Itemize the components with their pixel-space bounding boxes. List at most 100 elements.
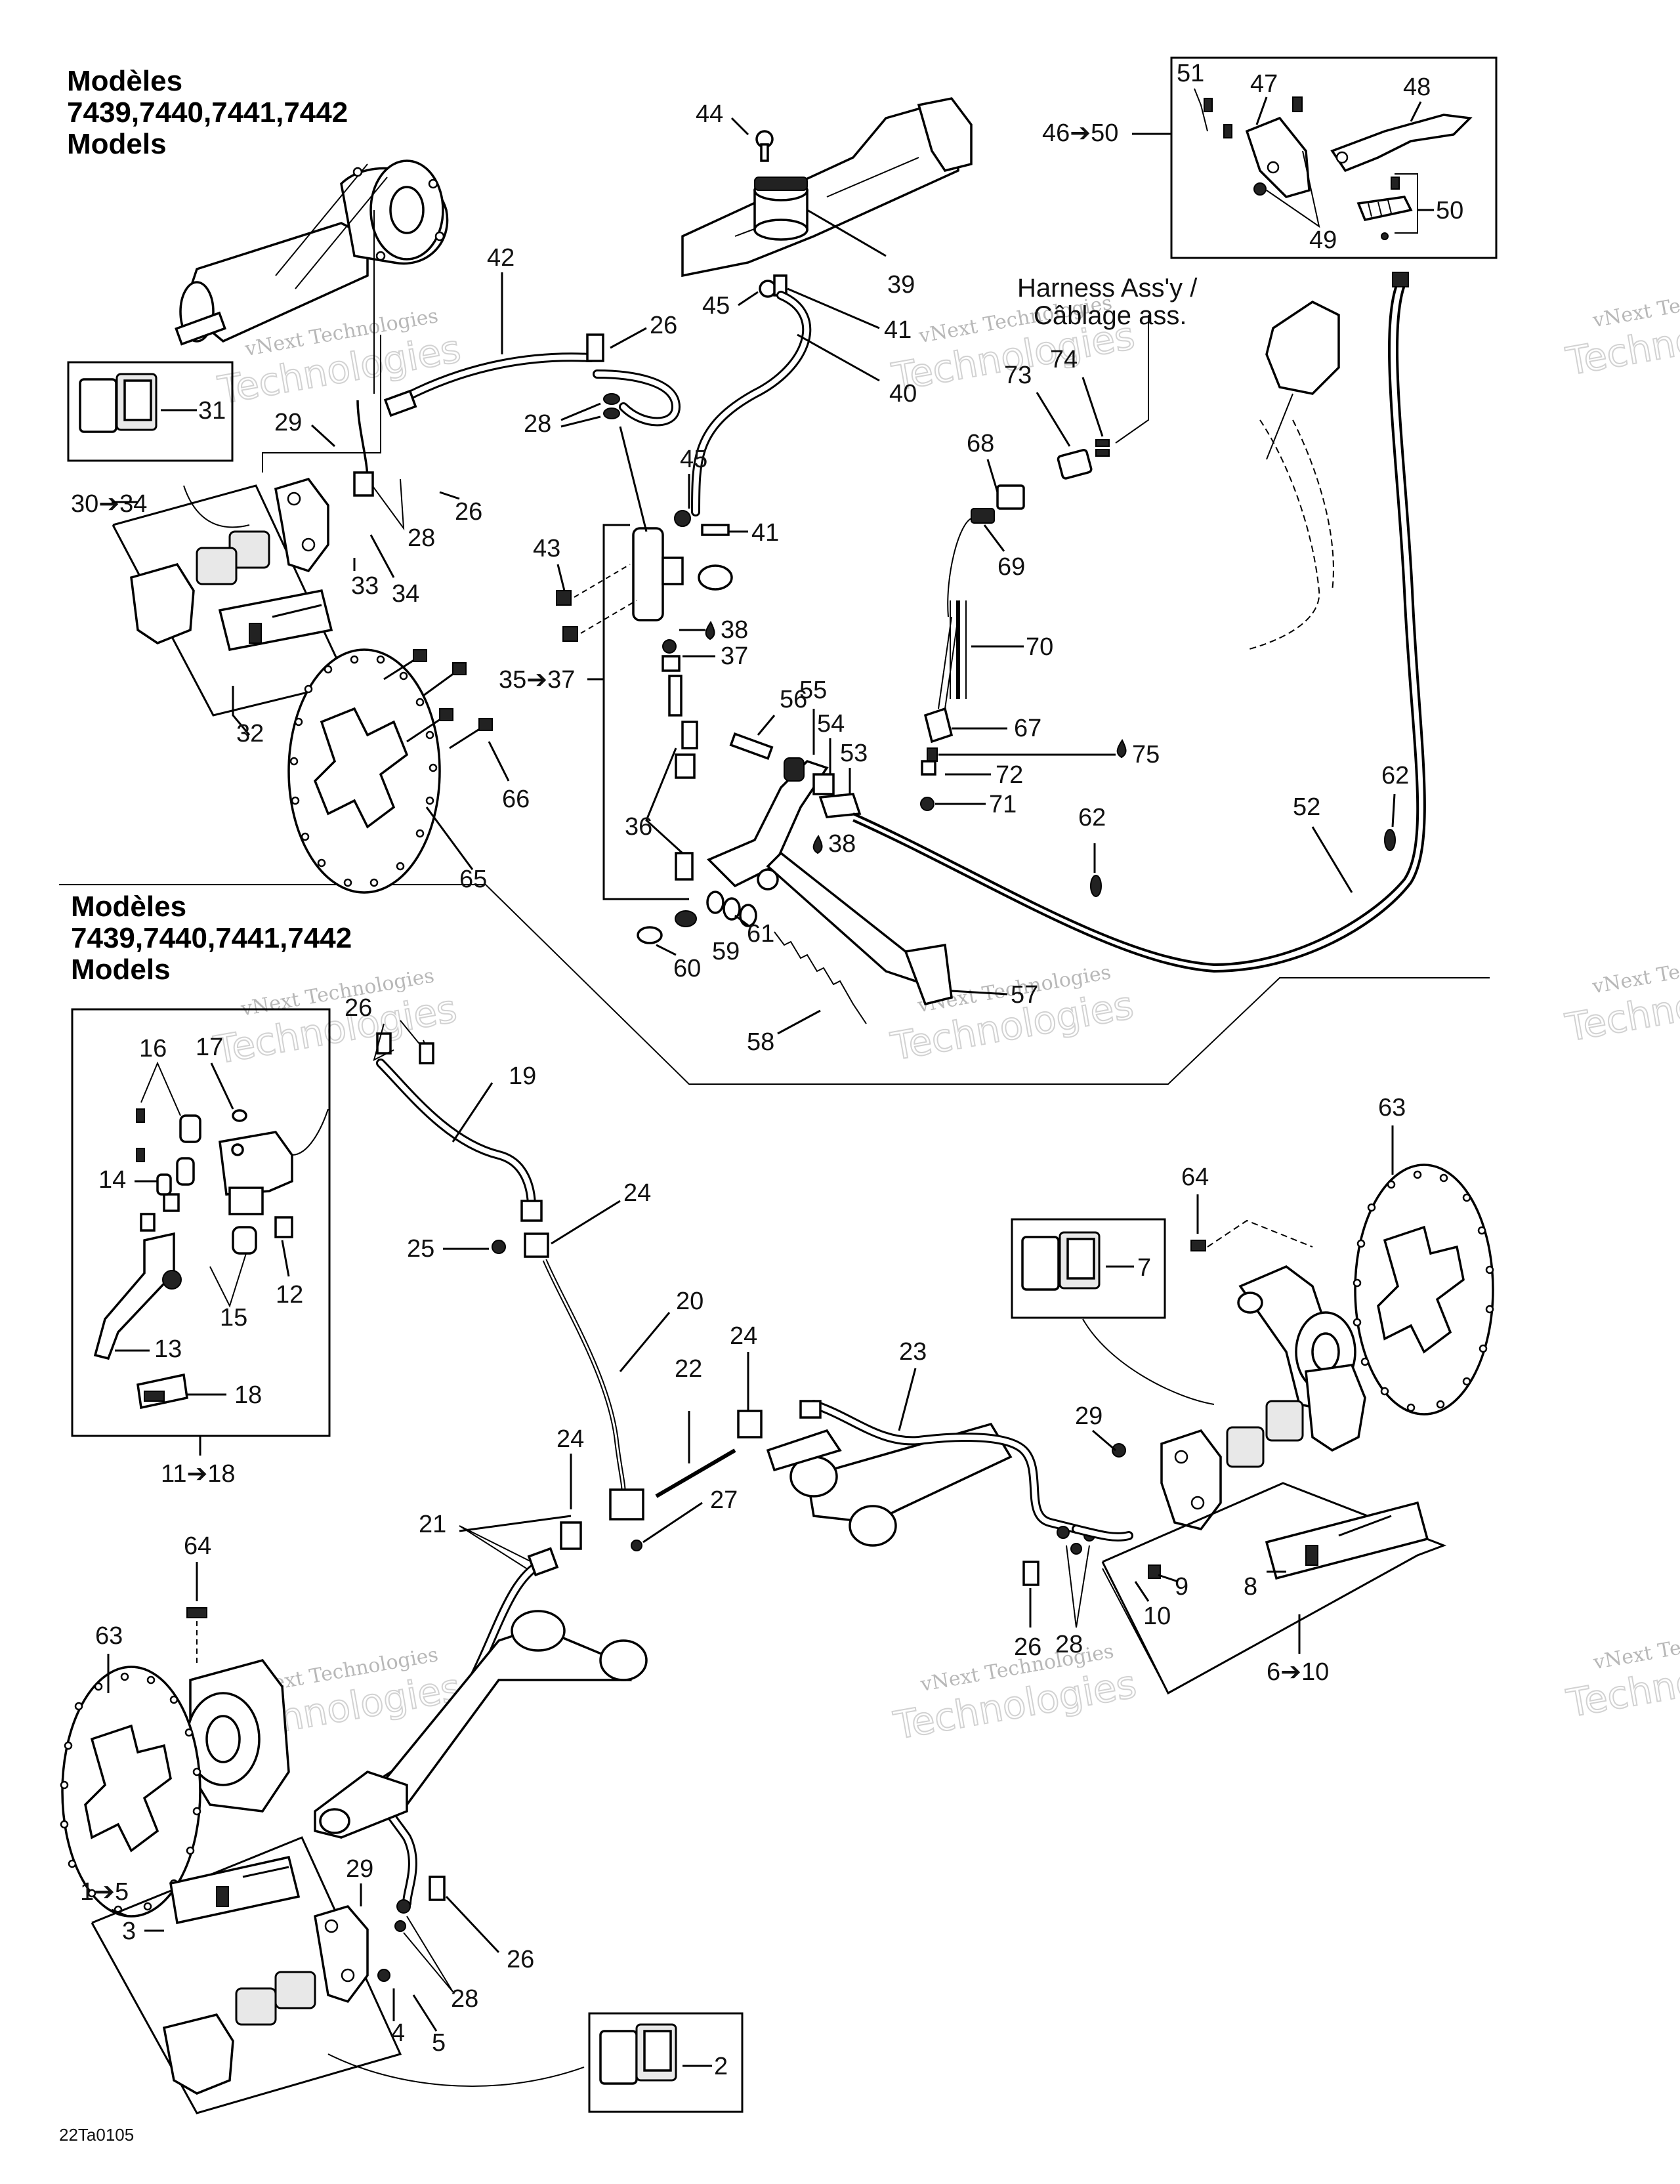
leader	[488, 741, 510, 782]
callout-39: 39	[887, 271, 915, 299]
clamp-24	[737, 1410, 763, 1438]
svg-text:Câblage ass.: Câblage ass.	[1034, 301, 1186, 330]
callout-74: 74	[1050, 346, 1078, 373]
cap-17	[232, 1109, 247, 1122]
lever-parts-49-50	[1356, 177, 1413, 240]
callout-20: 20	[676, 1288, 704, 1315]
callout-18: 18	[234, 1381, 262, 1409]
leader	[1158, 1574, 1179, 1583]
callout-41: 41	[751, 519, 779, 547]
callout-51: 51	[1177, 60, 1204, 87]
callout-26: 26	[345, 994, 372, 1022]
callout-63: 63	[1378, 1094, 1406, 1122]
callout-68: 68	[967, 430, 994, 457]
callout-35-37: 35➔37	[499, 666, 575, 694]
leader	[619, 1312, 671, 1372]
leader	[551, 1200, 621, 1245]
brake-pedal-assembly	[706, 757, 953, 1006]
callout-14: 14	[98, 1166, 126, 1194]
leader	[777, 1009, 821, 1035]
caliper-group-1-5-bracket	[91, 1836, 402, 2114]
callout-60: 60	[673, 955, 701, 982]
brake-pad-pair	[1021, 1231, 1101, 1291]
callout-38: 38	[828, 830, 856, 858]
brake-light-switch-67	[920, 484, 1025, 811]
callout-32: 32	[236, 720, 264, 747]
leader	[787, 287, 880, 329]
brake-disc-63-right	[1353, 1164, 1494, 1416]
clip-60	[637, 926, 663, 944]
leader	[1082, 377, 1104, 437]
upper-models-title: Modèles 7439,7440,7441,7442 Models	[67, 65, 348, 160]
title-line-3: Models	[71, 954, 171, 986]
leader	[1036, 392, 1071, 447]
leader	[140, 1061, 181, 1116]
brake-disc-65	[287, 648, 441, 894]
leader	[560, 415, 601, 428]
callout-62: 62	[1078, 804, 1106, 831]
callout-34: 34	[392, 580, 419, 608]
callout-12: 12	[276, 1281, 303, 1309]
callout-62: 62	[1381, 762, 1409, 789]
return-spring-58	[774, 931, 867, 1024]
washer-28	[603, 393, 620, 405]
callout-63: 63	[95, 1622, 123, 1650]
leader	[1255, 96, 1268, 125]
brake-caliper-lower-left	[162, 1855, 446, 2095]
lever-bracket-47	[1204, 96, 1311, 198]
screw-27	[631, 1540, 642, 1551]
leader	[369, 534, 395, 578]
leader	[111, 1908, 129, 1918]
title-line-2: 7439,7440,7441,7442	[67, 96, 348, 129]
callout-55: 55	[799, 677, 827, 704]
callout-71: 71	[989, 791, 1017, 818]
fitting	[520, 1200, 543, 1222]
watermark: vNext Technologies Technologies	[1562, 276, 1680, 385]
callout-24: 24	[623, 1179, 651, 1207]
brake-disc-63-left	[60, 1666, 201, 1918]
callout-25: 25	[407, 1235, 434, 1263]
leader	[898, 1368, 917, 1431]
callout-57: 57	[1011, 981, 1038, 1009]
svg-text:Harness Ass'y /: Harness Ass'y /	[1017, 274, 1198, 303]
bolt-64	[1190, 1240, 1206, 1251]
callout-54: 54	[817, 710, 845, 738]
pushrod-36	[675, 721, 698, 881]
callout-58: 58	[747, 1028, 774, 1056]
banjo-bolt-26	[419, 1042, 434, 1064]
callout-72: 72	[996, 761, 1023, 789]
brake-line-20	[542, 1259, 626, 1490]
banjo-bolt-26	[376, 1032, 392, 1055]
brake-line-22	[655, 1448, 736, 1498]
callout-21: 21	[419, 1511, 446, 1538]
leader	[983, 524, 1005, 552]
leader	[327, 2053, 585, 2087]
leader	[951, 990, 1008, 996]
clip-62	[1090, 875, 1102, 897]
leader	[367, 478, 405, 531]
callout-45: 45	[702, 292, 730, 320]
leader	[210, 1062, 234, 1110]
callout-67: 67	[1014, 715, 1041, 742]
callout-22: 22	[675, 1355, 702, 1383]
leader	[439, 491, 460, 500]
leader	[310, 424, 336, 448]
callout-38: 38	[721, 616, 748, 644]
callout-2: 2	[714, 2053, 728, 2080]
callout-47: 47	[1250, 70, 1278, 98]
lower-models-title: Modèles 7439,7440,7441,7442 Models	[71, 891, 352, 986]
leader	[1082, 1318, 1215, 1405]
callout-40: 40	[889, 380, 917, 408]
callout-65: 65	[459, 866, 487, 893]
leader	[1134, 1581, 1150, 1602]
brake-pad-box-2	[588, 2012, 744, 2113]
callout-44: 44	[696, 100, 723, 128]
leader	[281, 1240, 290, 1277]
leader	[1066, 1545, 1090, 1628]
clamp-24	[524, 1232, 549, 1258]
bushing-14	[156, 1173, 172, 1196]
callout-69: 69	[998, 553, 1025, 581]
brake-cable-52	[852, 282, 1419, 967]
title-line-1: Modèles	[67, 65, 182, 97]
handlebar-master-cylinder	[93, 1108, 329, 1360]
